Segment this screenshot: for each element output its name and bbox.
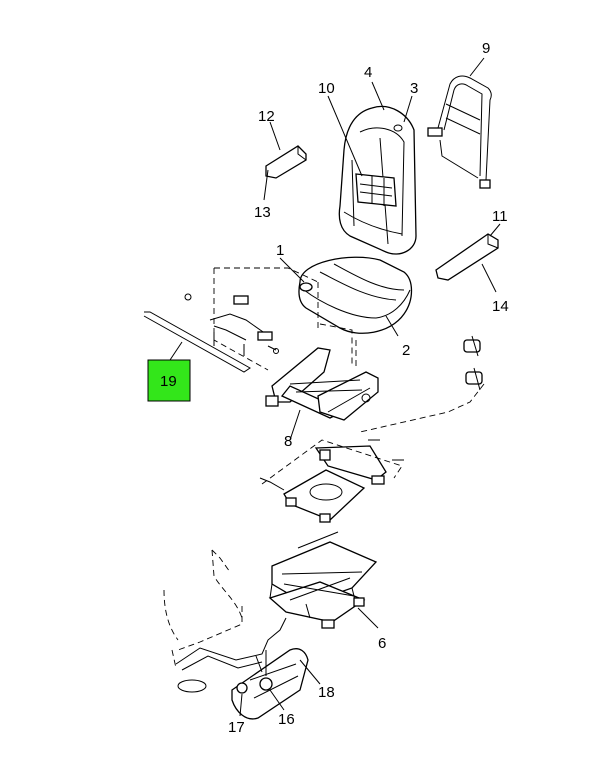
mounting-bracket[interactable] (314, 439, 404, 485)
wire-19[interactable] (143, 311, 251, 373)
callout-19[interactable]: 19 (160, 373, 177, 390)
callout-2[interactable]: 2 (402, 342, 410, 359)
lumbar-support[interactable] (355, 173, 397, 207)
armrest-left[interactable] (265, 145, 307, 179)
seat-cushion[interactable] (298, 256, 413, 334)
wiring-harness-group (184, 267, 353, 371)
armrest-right[interactable] (435, 233, 499, 281)
adjustment-knobs[interactable] (236, 650, 273, 694)
control-cables (163, 549, 287, 693)
highlight-box-19[interactable] (147, 359, 191, 402)
callout-10[interactable]: 10 (318, 80, 335, 97)
callout-12[interactable]: 12 (258, 108, 275, 125)
headrest-frame[interactable] (427, 75, 492, 189)
callout-3[interactable]: 3 (410, 80, 418, 97)
callout-4[interactable]: 4 (364, 64, 372, 81)
callout-16[interactable]: 16 (278, 711, 295, 728)
callout-17[interactable]: 17 (228, 719, 245, 736)
callout-18[interactable]: 18 (318, 684, 335, 701)
callout-6[interactable]: 6 (378, 635, 386, 652)
slide-rail-assembly[interactable] (265, 340, 379, 421)
base-plate[interactable] (259, 439, 403, 523)
callout-8[interactable]: 8 (284, 433, 292, 450)
callout-13[interactable]: 13 (254, 204, 271, 221)
suspension-base[interactable] (268, 531, 378, 629)
callout-11[interactable]: 11 (492, 208, 508, 225)
right-bracket-hardware[interactable] (359, 335, 485, 433)
callout-9[interactable]: 9 (482, 40, 490, 57)
callout-1[interactable]: 1 (276, 242, 284, 259)
callout-14[interactable]: 14 (492, 298, 509, 315)
